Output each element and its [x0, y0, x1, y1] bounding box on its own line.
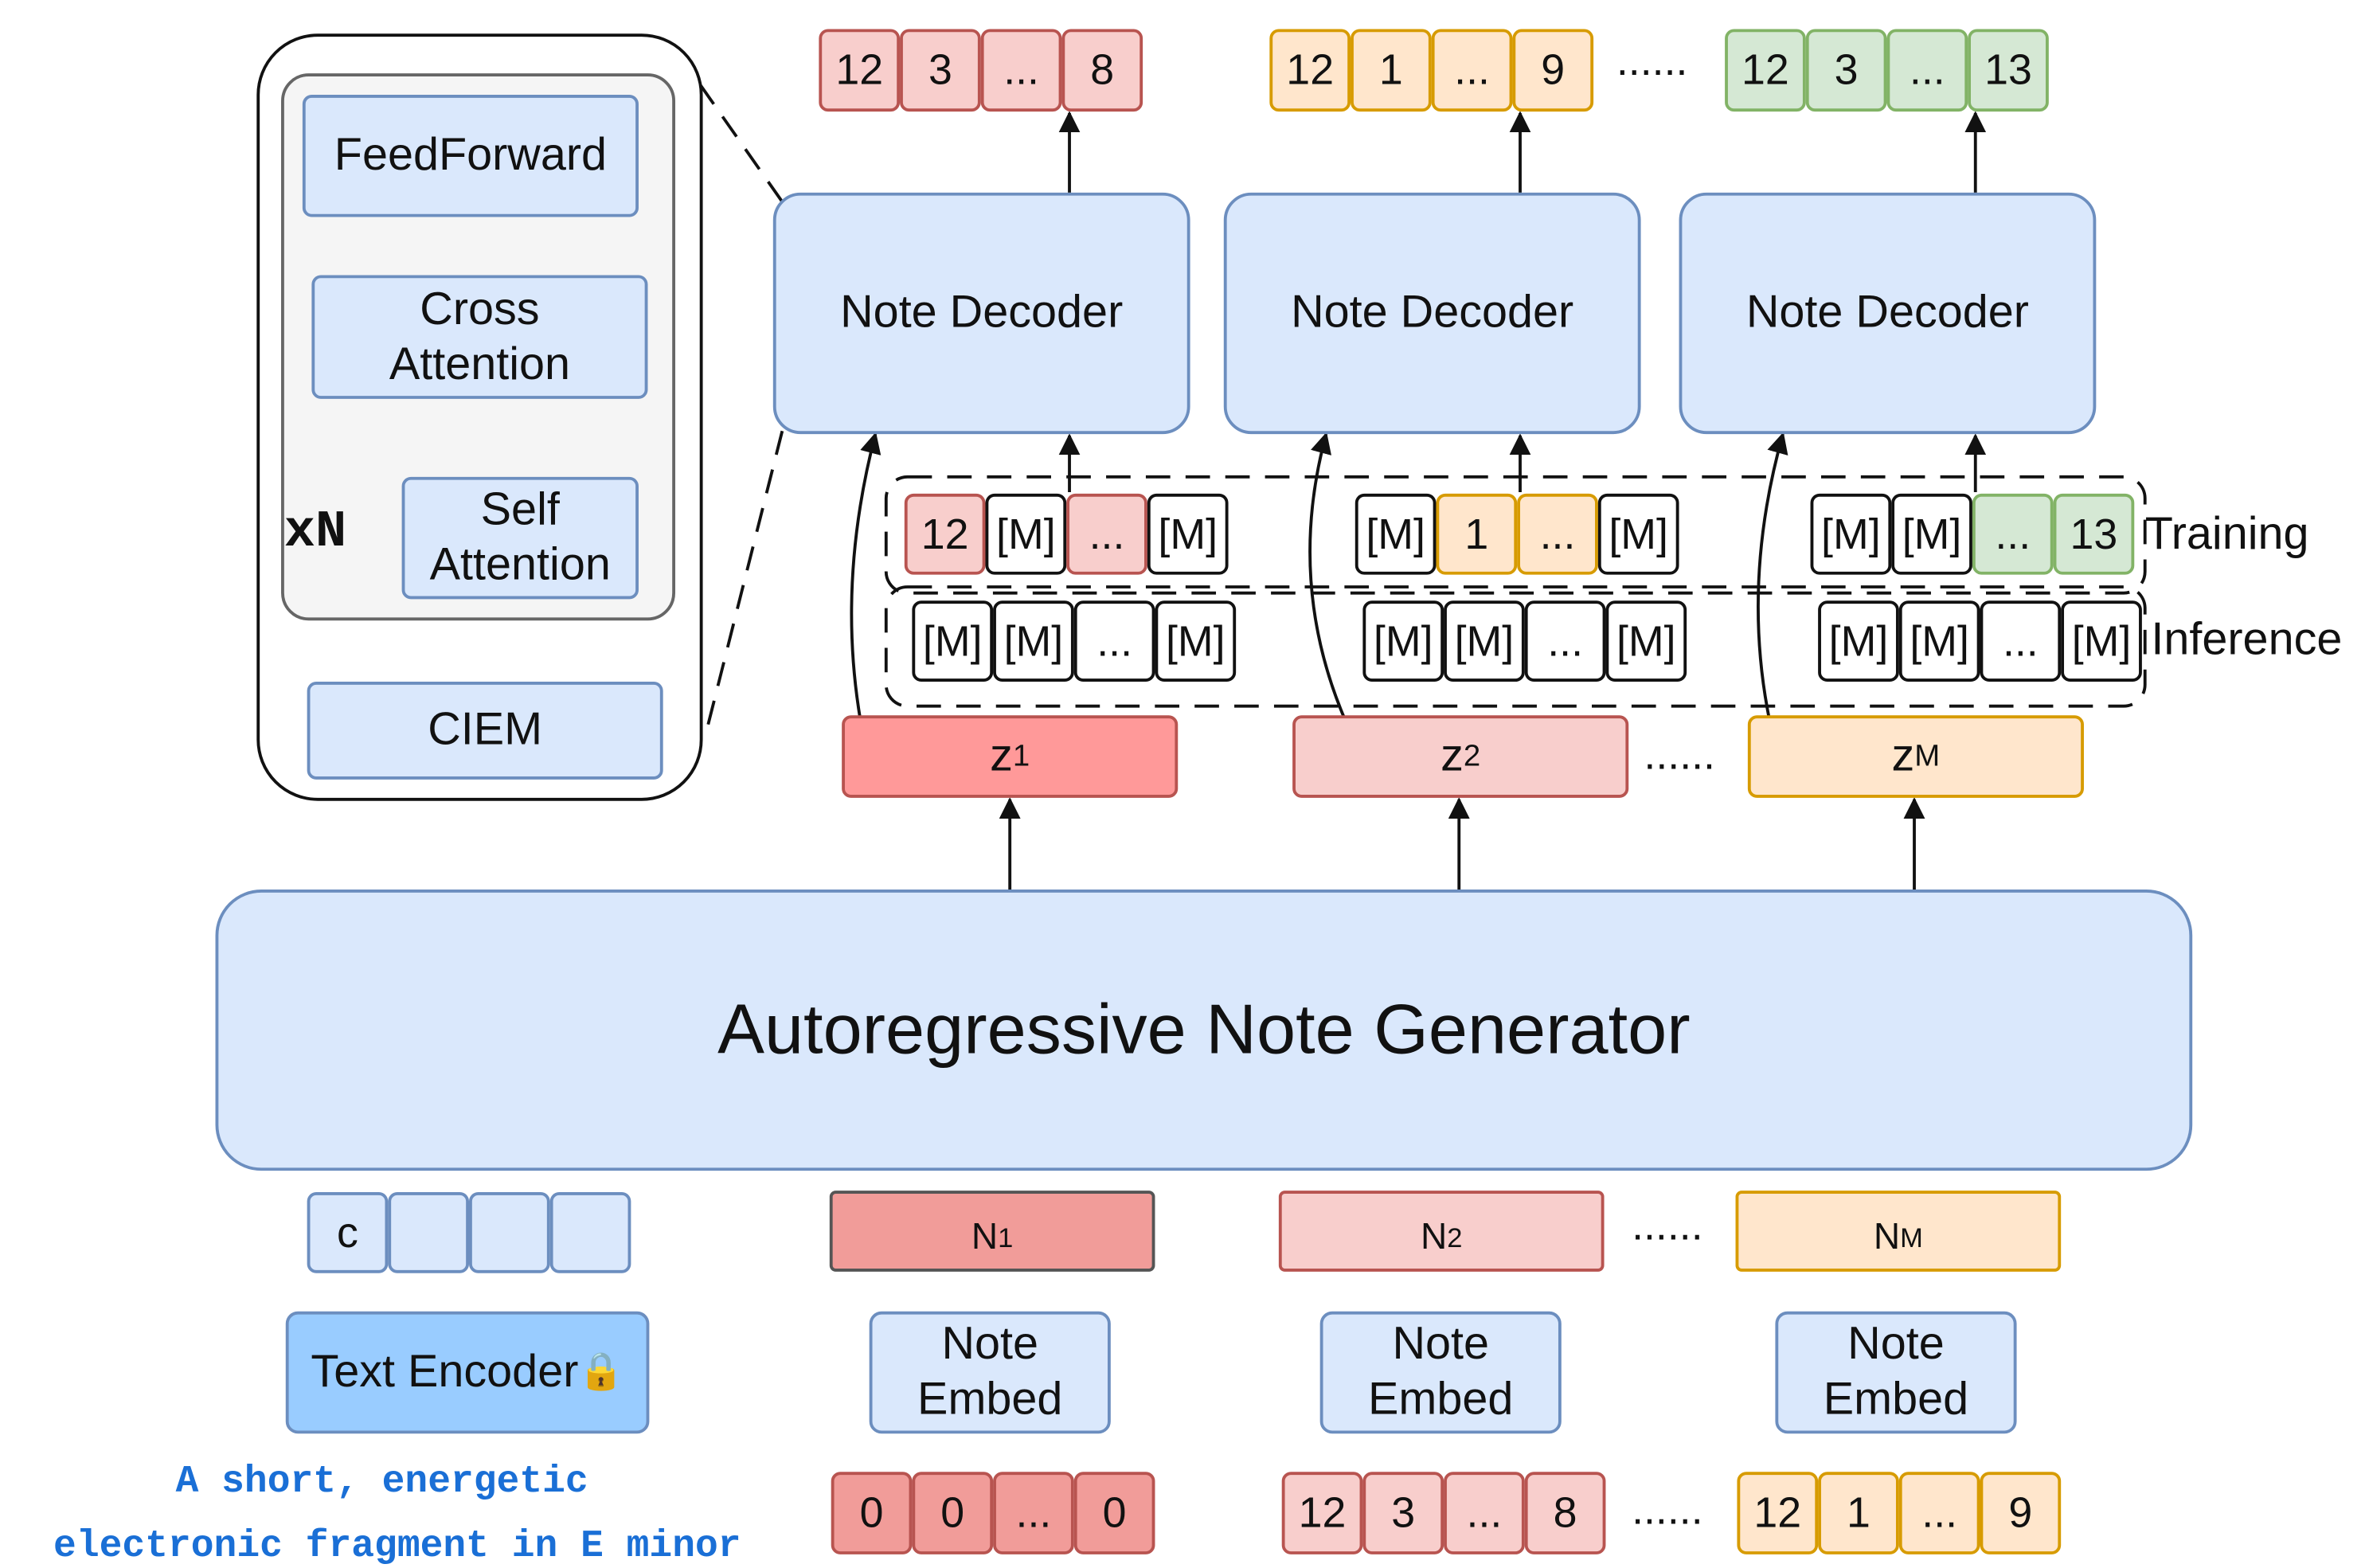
output3-token-2: 3 — [1805, 29, 1887, 112]
output3-token-3: ... — [1886, 29, 1968, 112]
inference3-token-3: ... — [1980, 600, 2062, 682]
output1-token-4: 8 — [1061, 29, 1143, 112]
note-embed-1: Note Embed — [869, 1311, 1111, 1434]
training2-token-1: [M] — [1354, 493, 1437, 575]
inference3-token-4: [M] — [2061, 600, 2142, 682]
input1-token-1: 0 — [831, 1472, 913, 1554]
input1-token-2: 0 — [912, 1472, 994, 1554]
input1-token-3: ... — [993, 1472, 1074, 1554]
text-prompt-line-1: A short, energetic — [175, 1459, 588, 1504]
training3-token-1: [M] — [1810, 493, 1892, 575]
output3-token-1: 12 — [1725, 29, 1806, 112]
output3-token-4: 13 — [1968, 29, 2049, 112]
zoom-line-top — [698, 83, 784, 203]
training1-token-3: ... — [1066, 493, 1147, 575]
condition-token-1: c — [307, 1192, 389, 1273]
note-decoder-1: Note Decoder — [772, 192, 1190, 435]
text-prompt-line-2: electronic fragment in E minor — [53, 1523, 741, 1568]
output2-token-3: ... — [1431, 29, 1513, 112]
training1-token-4: [M] — [1147, 493, 1229, 575]
inference2-token-4: [M] — [1605, 600, 1687, 682]
condition-token-4 — [549, 1192, 631, 1273]
input3-token-3: ... — [1898, 1472, 1980, 1554]
output1-token-3: ... — [980, 29, 1062, 112]
text-encoder-box: Text Encoder🔒 — [285, 1311, 650, 1434]
repeat-label: xN — [283, 504, 347, 563]
note-embed-2: Note Embed — [1319, 1311, 1562, 1434]
training3-token-3: ... — [1972, 493, 2054, 575]
condition-token-3 — [469, 1192, 550, 1273]
note-embed-3: Note Embed — [1775, 1311, 2017, 1434]
ciem-box: CIEM — [307, 682, 663, 780]
input2-token-4: 8 — [1524, 1472, 1606, 1554]
inference2-token-2: [M] — [1444, 600, 1525, 682]
autoregressive-note-generator: Autoregressive Note Generator — [215, 890, 2193, 1171]
training2-token-2: 1 — [1436, 493, 1518, 575]
inference1-token-4: [M] — [1155, 600, 1237, 682]
note-decoder-2: Note Decoder — [1223, 192, 1641, 435]
training1-token-2: [M] — [985, 493, 1067, 575]
inference1-token-1: [M] — [912, 600, 994, 682]
inference2-token-1: [M] — [1362, 600, 1444, 682]
training2-token-4: [M] — [1597, 493, 1679, 575]
output2-token-1: 12 — [1269, 29, 1351, 112]
inference1-token-2: [M] — [993, 600, 1074, 682]
input2-token-3: ... — [1444, 1472, 1525, 1554]
training3-token-4: 13 — [2053, 493, 2135, 575]
cross-attention-box: Cross Attention — [311, 275, 648, 399]
lock-icon: 🔒 — [578, 1350, 624, 1392]
output2-token-4: 9 — [1512, 29, 1594, 112]
inference-dashed-box — [884, 585, 2147, 708]
input3-token-1: 12 — [1737, 1472, 1819, 1554]
output1-token-1: 12 — [819, 29, 901, 112]
input3-token-2: 1 — [1818, 1472, 1899, 1554]
training2-token-3: ... — [1517, 493, 1598, 575]
inference2-token-3: ... — [1524, 600, 1606, 682]
input1-token-4: 0 — [1073, 1472, 1155, 1554]
output2-token-2: 1 — [1351, 29, 1432, 112]
training3-token-2: [M] — [1891, 493, 1972, 575]
input2-token-2: 3 — [1362, 1472, 1444, 1554]
inference3-token-1: [M] — [1818, 600, 1899, 682]
ellipsis-latents: ...... — [1644, 730, 1715, 778]
inference3-token-2: [M] — [1898, 600, 1980, 682]
ellipsis-notes: ...... — [1632, 1201, 1703, 1249]
training-dashed-box — [884, 475, 2147, 595]
note-decoder-3: Note Decoder — [1679, 192, 2097, 435]
inference1-token-3: ... — [1073, 600, 1155, 682]
training1-token-1: 12 — [904, 493, 986, 575]
training-label: Training — [2144, 509, 2309, 560]
zoom-line-bottom — [704, 430, 784, 734]
self-attention-box: Self Attention — [401, 476, 639, 600]
feedforward-box: FeedForward — [302, 94, 639, 217]
ellipsis-outputs: ...... — [1616, 37, 1688, 84]
output1-token-2: 3 — [900, 29, 981, 112]
ellipsis-inputs: ...... — [1632, 1485, 1703, 1534]
inference-label: Inference — [2151, 614, 2343, 665]
input3-token-4: 9 — [1980, 1472, 2062, 1554]
condition-token-2 — [388, 1192, 470, 1273]
input2-token-1: 12 — [1281, 1472, 1363, 1554]
